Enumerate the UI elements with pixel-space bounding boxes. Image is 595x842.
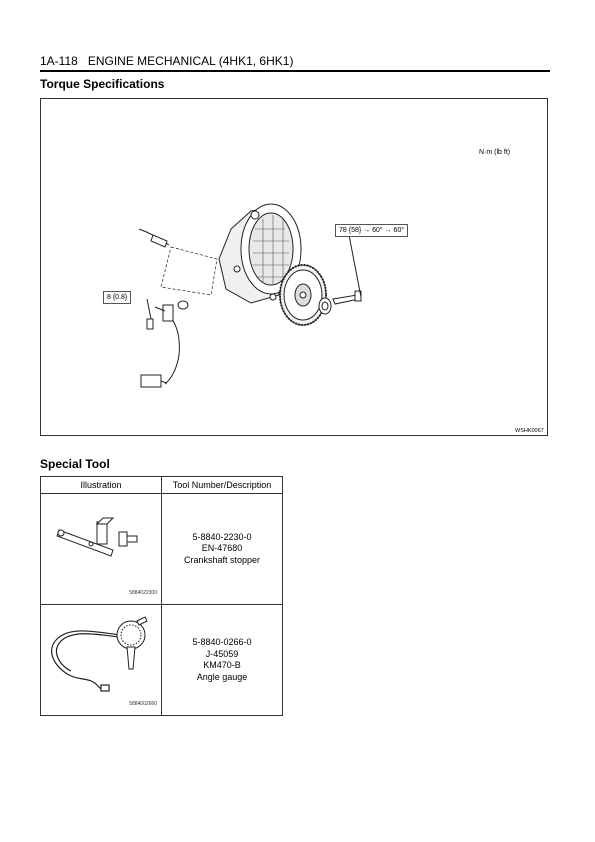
tool-number: 5-8840-0266-0 [192,637,252,647]
angle-gauge-illustration [51,616,148,692]
sensor-cable [138,228,180,388]
tool-description-cell: 5-8840-0266-0 J-45059 KM470-B Angle gaug… [161,604,283,716]
tool-alt-number: J-45059 [205,648,239,659]
tool-description-cell: 5-8840-2230-0 EN-47680 Crankshaft stoppe… [161,493,283,605]
illustration-cell: 5884002660 [40,604,162,716]
tool-alt-number: KM470-B [203,660,241,670]
crankshaft-stopper-illustration [56,517,138,557]
torque-figure: N·m (lb ft) 8 {0.8} 78 {58} → 60° → 60° … [40,98,548,436]
figure-code: WSHK0067 [515,428,544,434]
illustration-cell: 5884022300 [40,493,162,605]
special-tool-table: Illustration Tool Number/Description 58 [40,476,283,716]
tool-alt-number: EN-47680 [201,543,243,554]
table-row: 5884022300 5-8840-2230-0 EN-47680 Cranks… [40,493,283,605]
special-tool-heading: Special Tool [40,457,110,471]
table-row: 5884002660 5-8840-0266-0 J-45059 KM470-B… [40,604,283,716]
torque-unit-label: N·m (lb ft) [479,149,511,156]
torque-specifications-heading: Torque Specifications [40,77,165,91]
flywheel [279,264,327,326]
tool-illustration-code: 5884002660 [129,701,157,707]
table-header-row: Illustration Tool Number/Description [40,476,283,494]
tool-illustration-code: 5884022300 [129,590,157,596]
tool-number: 5-8840-2230-0 [192,531,252,542]
flywheel-torque-callout: 78 {58} → 60° → 60° [335,224,409,237]
tool-name: Crankshaft stopper [183,554,261,565]
column-header-tool-number: Tool Number/Description [161,476,283,494]
tool-name: Angle gauge [196,671,248,682]
header-rule [40,70,550,72]
page-number: 1A-118 [40,54,78,68]
page-section-title: ENGINE MECHANICAL (4HK1, 6HK1) [87,54,294,68]
flywheel-housing [218,203,302,304]
engine-exploded-diagram [138,203,362,388]
bolt-torque-callout: 8 {0.8} [103,291,132,304]
page-header: 1A-118 ENGINE MECHANICAL (4HK1, 6HK1) [40,54,293,68]
column-header-illustration: Illustration [40,476,162,494]
